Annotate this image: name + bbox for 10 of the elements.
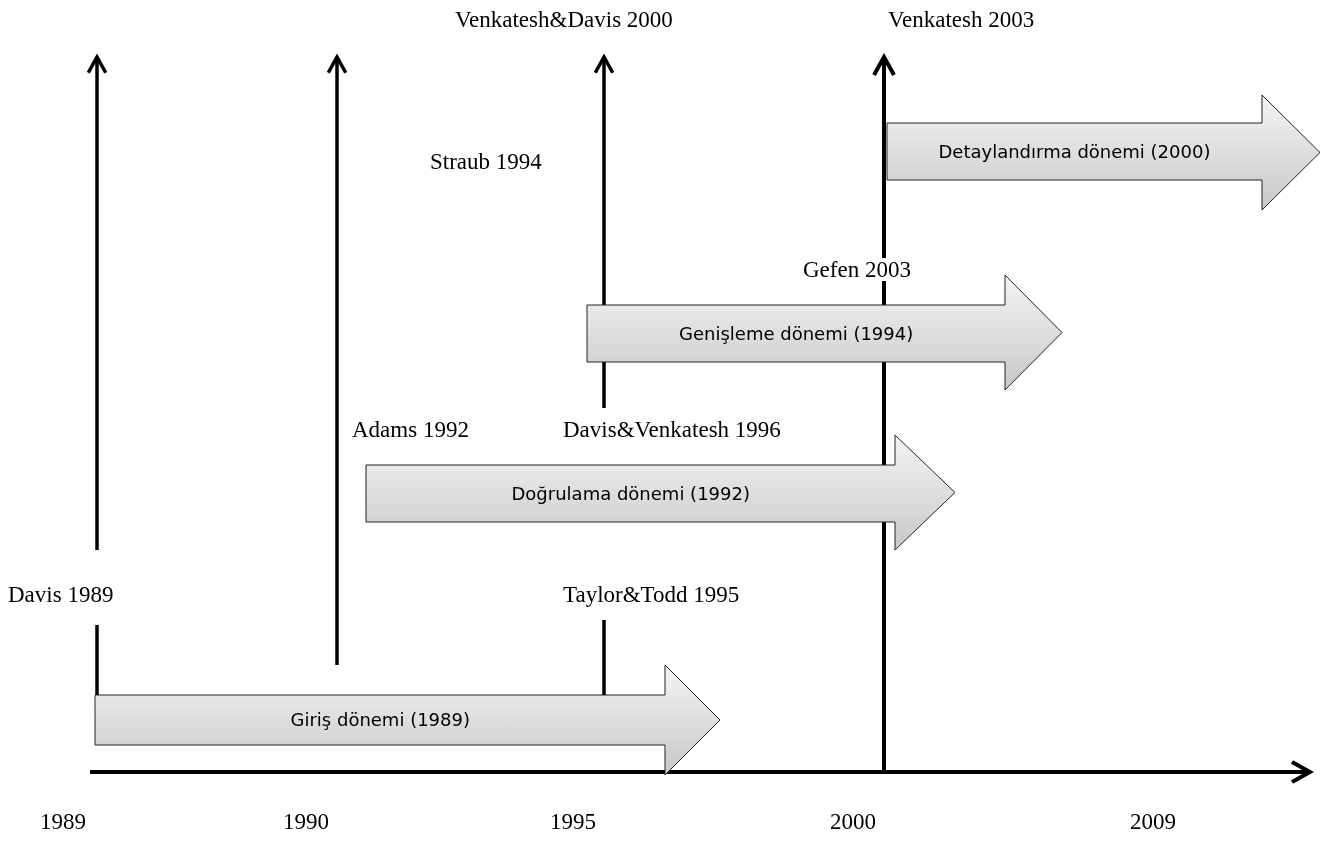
author-year-label: Taylor&Todd 1995 <box>563 583 740 606</box>
period-label: Detaylandırma dönemi (2000) <box>938 142 1211 161</box>
block-arrow <box>366 435 955 550</box>
period-label: Genişleme dönemi (1994) <box>679 324 914 343</box>
block-arrow <box>587 275 1062 390</box>
block-arrow <box>95 665 720 775</box>
block-arrow <box>887 95 1320 210</box>
period-label: Giriş dönemi (1989) <box>290 711 470 729</box>
author-year-label: Gefen 2003 <box>803 258 911 281</box>
period-label: Doğrulama dönemi (1992) <box>511 484 750 503</box>
